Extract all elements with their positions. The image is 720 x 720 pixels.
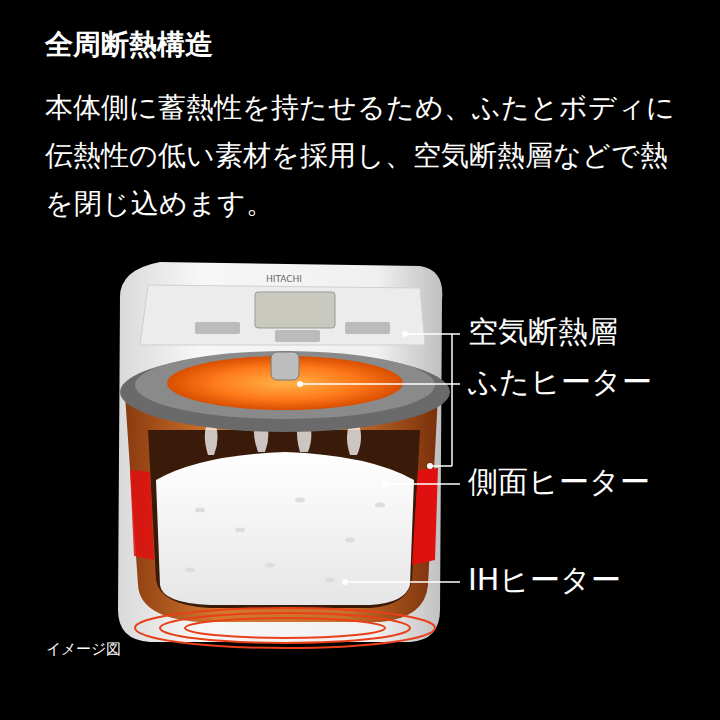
control-panel (140, 285, 425, 345)
button (275, 330, 320, 342)
title: 全周断熱構造 (45, 26, 213, 64)
leader-dots (297, 331, 433, 585)
callout-label: 空気断熱層 (468, 314, 618, 350)
callout-label: IHヒーター (468, 562, 621, 598)
steam-vent (271, 352, 299, 380)
note: イメージ図 (46, 640, 121, 658)
callout-label: 側面ヒーター (468, 464, 650, 500)
side-heater (412, 468, 438, 565)
rice-grains (185, 498, 385, 583)
display (255, 292, 335, 328)
side-heater (130, 470, 154, 560)
lid (135, 351, 435, 419)
cooker-body (118, 262, 442, 642)
leader-lines (300, 334, 460, 582)
lid (120, 352, 450, 432)
callout-label: ふたヒーター (468, 364, 652, 400)
button (195, 322, 240, 334)
button (345, 322, 390, 334)
ih-heater (135, 608, 435, 648)
description: 本体側に蓄熱性を持たせるため、ふたとボディに伝熱性の低い素材を採用し、空気断熱層… (45, 84, 695, 228)
brand-logo: HITACHI (266, 274, 302, 285)
